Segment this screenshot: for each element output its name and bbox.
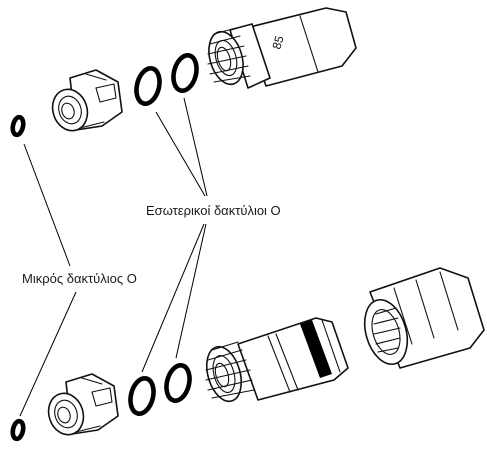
leader-lines xyxy=(19,97,208,417)
collet-top xyxy=(51,69,123,132)
torch-body-top: 85 xyxy=(207,7,357,89)
inner-oring-bottom-1 xyxy=(128,376,156,416)
callout-small-oring: Μικρός δακτύλιος O xyxy=(18,268,174,288)
bottom-assembly xyxy=(10,267,485,442)
small-oring-bottom xyxy=(10,418,26,442)
inner-oring-top-1 xyxy=(134,66,162,106)
callout-inner-orings: Εσωτερικοί δακτύλιοι O xyxy=(140,200,328,220)
top-assembly: 85 xyxy=(10,7,357,138)
part-mark: 85 xyxy=(269,34,286,51)
inner-oring-top-2 xyxy=(171,53,199,93)
connector-body-bottom xyxy=(205,317,349,403)
retaining-nut-bottom xyxy=(363,267,485,369)
collet-bottom xyxy=(47,373,119,436)
label-small-oring: Μικρός δακτύλιος O xyxy=(22,271,137,286)
label-inner-orings: Εσωτερικοί δακτύλιοι O xyxy=(146,203,281,218)
inner-oring-bottom-2 xyxy=(164,363,192,403)
small-oring-top xyxy=(10,114,26,138)
